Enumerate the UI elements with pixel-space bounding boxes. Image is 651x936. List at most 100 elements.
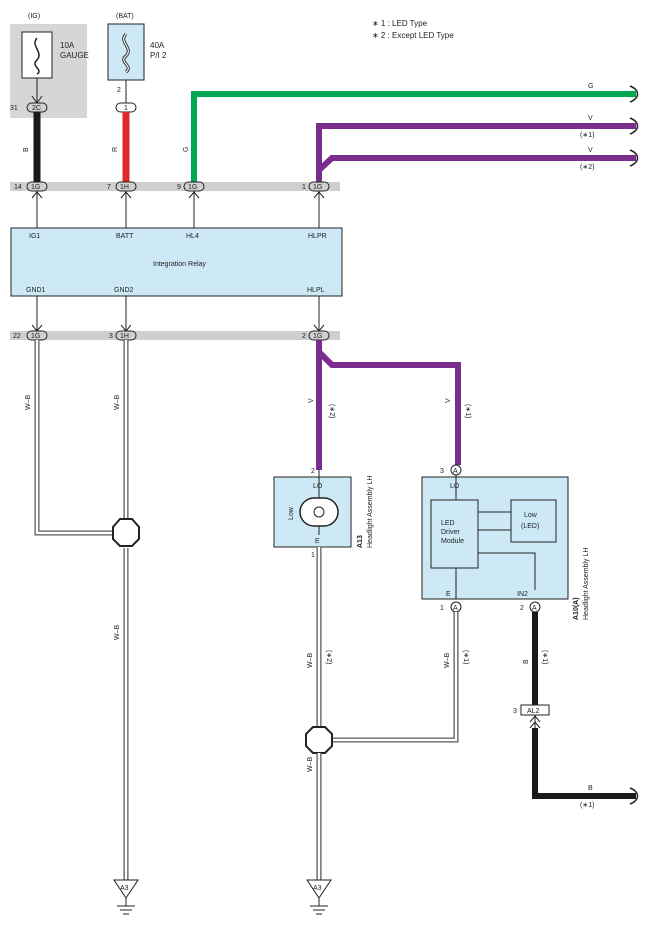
svg-text:1H: 1H [120,333,129,340]
a13-lamp-label: Low [288,506,295,520]
relay-pin-hlpl: HLPL [307,287,325,294]
wire-v-nonled-note: (∗2) [580,164,594,171]
wire-a10-e-color: W–B [444,653,451,669]
relay-pin-gnd1: GND1 [26,287,46,294]
a13-bulb-icon [313,506,325,518]
wire-bat-color: R [112,147,119,152]
al2-pin: 3 [513,708,517,715]
relay-top-connector-9: 9 1G [177,181,205,192]
wire-v-led-color: V [588,115,593,122]
relay-top-connector-bar [10,182,340,191]
wire-a13-e-note: (∗2) [325,650,332,664]
a10-lo-conn-label: A [453,468,458,475]
wire-end-green-icon [629,85,639,103]
wire-end-nonled-icon [629,149,639,167]
svg-text:9: 9 [177,184,181,191]
connector-1-label: 1 [124,105,128,112]
junction-left [112,518,140,547]
ground-left: A3 [113,879,139,915]
ground-right-label: A3 [313,885,322,892]
wire-bottom-note: (∗1) [580,802,594,809]
wire-bottom-color: B [588,785,593,792]
fuse-gauge-pin: 31 [10,105,18,112]
ground-right: A3 [306,879,332,915]
wire-gnd1-wb [34,340,122,536]
wire-lo-led-note: (∗1) [464,404,471,418]
wire-a3-right-color: W–B [307,757,314,773]
relay-top-connector-14: 14 1G [14,181,48,192]
wire-end-led-icon [629,117,639,135]
wire-hl4-green [191,91,636,183]
a10-lo-pin-num: 3 [440,468,444,475]
svg-text:1G: 1G [313,184,322,191]
wire-ig-color: B [23,147,30,152]
wire-bottom-black [532,728,636,799]
wire-lo-nonled-note: (∗2) [328,404,335,418]
wire-lo-led-color: V [445,398,452,403]
a10-in2-label: IN2 [517,591,528,598]
svg-text:1G: 1G [31,333,40,340]
relay-pin-hl4: HL4 [186,233,199,240]
wire-hlpr-led-purple [316,123,636,183]
wire-v-led-note: (∗1) [580,132,594,139]
svg-text:Module: Module [441,538,464,545]
svg-text:14: 14 [14,184,22,191]
wire-a10-e-note: (∗1) [462,650,469,664]
wire-hlpl-purple [316,340,461,470]
fuse-gauge: (IG) 10A GAUGE [10,13,89,118]
svg-text:1: 1 [302,184,306,191]
wire-v-nonled-color: V [588,147,593,154]
wire-in2-note: (∗1) [541,650,548,664]
a10-e-label: E [446,591,451,598]
fuse-pi2-supply: (BAT) [116,13,134,20]
wire-a10-e-wb [333,612,459,743]
svg-text:(LED): (LED) [521,523,539,530]
relay-bottom-connector-bar [10,331,340,340]
svg-text:1G: 1G [313,333,322,340]
relay-pin-batt: BATT [116,233,134,240]
svg-text:7: 7 [107,184,111,191]
wire-gnd2-color: W–B [114,395,121,411]
note-except-led-type: ∗ 2 : Except LED Type [372,31,454,40]
connector-2c-label: 2C [32,105,41,112]
a10-name: Headlight Assembly LH [583,548,590,620]
a13-code: A13 [357,535,364,548]
wire-end-bottom-icon [629,787,639,805]
wire-hlpr-nonled-purple [316,155,636,173]
svg-text:1H: 1H [120,184,129,191]
a10-e-pin-num: 1 [440,605,444,612]
wire-gnd1-color: W–B [25,395,32,411]
fuse-pi2-rating: 40A [150,41,165,50]
svg-text:A: A [453,605,458,612]
fuse-gauge-name: GAUGE [60,51,89,60]
a13-name: Headlight Assembly LH [367,476,374,548]
ground-left-label: A3 [120,885,129,892]
fuse-gauge-element-icon [34,37,40,75]
a10-lo-label: LO [450,483,460,490]
junction-right [305,726,333,754]
wire-in2-color: B [523,659,530,664]
a13-lo-pin-num: 2 [311,468,315,475]
svg-text:1G: 1G [31,184,40,191]
wire-hl4-color: G [183,147,190,152]
svg-text:A: A [532,605,537,612]
a10-in2-pin-num: 2 [520,605,524,612]
svg-text:LED: LED [441,520,455,527]
headlight-a10: LO LED Driver Module Low (LED) E IN2 [421,475,569,600]
svg-text:Low: Low [524,512,538,519]
integration-relay: Integration Relay IG1 BATT HL4 HLPR GND1… [10,227,343,297]
a13-e-label: E [315,538,320,545]
connector-al2-label: AL2 [527,708,540,715]
relay-pin-hlpr: HLPR [308,233,327,240]
svg-text:Driver: Driver [441,529,460,536]
relay-pin-ig1: IG1 [29,233,40,240]
svg-text:3: 3 [109,333,113,340]
a13-lo-label: LO [313,483,323,490]
svg-text:1G: 1G [188,184,197,191]
low-led [510,499,557,543]
led-driver-module [430,499,479,569]
relay-title: Integration Relay [153,261,206,268]
relay-pin-gnd2: GND2 [114,287,134,294]
svg-text:22: 22 [13,333,21,340]
